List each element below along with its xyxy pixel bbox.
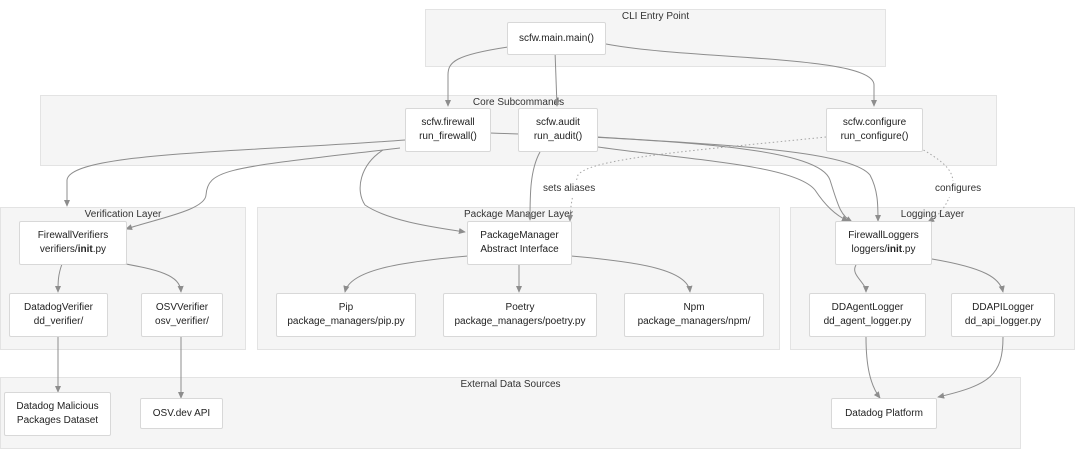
edge-label-configures: configures (931, 181, 986, 197)
path-bold: init (77, 244, 93, 255)
node-poetry-path: package_managers/poetry.py (454, 316, 586, 327)
node-dd-api-logger[interactable]: DDAPILogger dd_api_logger.py (951, 293, 1055, 337)
node-datadog-platform-label: Datadog Platform (845, 407, 923, 419)
group-title-core: Core Subcommands (472, 97, 565, 108)
node-datadog-platform[interactable]: Datadog Platform (831, 398, 937, 429)
node-firewall-function: run_firewall() (419, 131, 477, 142)
node-datadog-dataset-line1: Datadog Malicious (16, 401, 99, 412)
node-osv-api-label: OSV.dev API (152, 407, 211, 419)
node-dd-agent-logger-title: DDAgentLogger (831, 302, 904, 313)
node-firewall-verifiers-path: verifiers/init.py (40, 243, 106, 257)
node-dd-agent-logger-path: dd_agent_logger.py (823, 316, 912, 327)
group-cli-entry-point: CLI Entry Point (425, 9, 886, 67)
node-firewall-title: scfw.firewall (421, 117, 475, 128)
path-bold: init (887, 244, 903, 255)
node-osv-verifier-path: osv_verifier/ (155, 316, 209, 327)
node-package-manager[interactable]: PackageManager Abstract Interface (467, 221, 572, 265)
node-osv-verifier[interactable]: OSVVerifier osv_verifier/ (141, 293, 223, 337)
node-package-manager-desc: Abstract Interface (480, 244, 559, 255)
node-audit-function: run_audit() (533, 131, 583, 142)
node-audit-title: scfw.audit (536, 117, 580, 128)
path-suffix: .py (92, 244, 107, 255)
node-datadog-verifier[interactable]: DatadogVerifier dd_verifier/ (9, 293, 108, 337)
path-suffix: .py (902, 244, 916, 255)
path-prefix: loggers/ (851, 244, 888, 255)
node-poetry-title: Poetry (505, 302, 535, 313)
node-firewall-verifiers[interactable]: FirewallVerifiers verifiers/init.py (19, 221, 127, 265)
node-datadog-dataset-line2: Packages Dataset (16, 415, 99, 426)
node-poetry[interactable]: Poetry package_managers/poetry.py (443, 293, 597, 337)
node-npm[interactable]: Npm package_managers/npm/ (624, 293, 764, 337)
node-osv-api[interactable]: OSV.dev API (140, 398, 223, 429)
node-firewall[interactable]: scfw.firewall run_firewall() (405, 108, 491, 152)
node-datadog-verifier-path: dd_verifier/ (33, 316, 84, 327)
group-title-cli: CLI Entry Point (621, 11, 690, 22)
node-firewall-loggers-path: loggers/init.py (852, 243, 916, 257)
path-prefix: verifiers/ (39, 244, 78, 255)
node-audit[interactable]: scfw.audit run_audit() (518, 108, 598, 152)
group-title-logging: Logging Layer (900, 209, 965, 220)
node-pip-path: package_managers/pip.py (287, 316, 405, 327)
node-package-manager-title: PackageManager (480, 230, 559, 241)
node-firewall-loggers-title: FirewallLoggers (848, 230, 919, 241)
group-title-verification: Verification Layer (84, 209, 162, 220)
node-npm-title: Npm (683, 302, 705, 313)
group-title-package-manager: Package Manager Layer (464, 209, 573, 220)
node-dd-api-logger-title: DDAPILogger (972, 302, 1034, 313)
node-firewall-loggers[interactable]: FirewallLoggers loggers/init.py (835, 221, 932, 265)
node-datadog-verifier-title: DatadogVerifier (24, 302, 93, 313)
node-pip[interactable]: Pip package_managers/pip.py (276, 293, 416, 337)
node-datadog-dataset[interactable]: Datadog Malicious Packages Dataset (4, 392, 111, 436)
node-npm-path: package_managers/npm/ (637, 316, 751, 327)
node-dd-api-logger-path: dd_api_logger.py (964, 316, 1042, 327)
node-osv-verifier-title: OSVVerifier (155, 302, 209, 313)
node-main[interactable]: scfw.main.main() (507, 22, 606, 55)
group-title-external: External Data Sources (460, 379, 561, 390)
node-dd-agent-logger[interactable]: DDAgentLogger dd_agent_logger.py (809, 293, 926, 337)
node-configure-function: run_configure() (840, 131, 909, 142)
edge-label-sets-aliases: sets aliases (539, 181, 600, 197)
node-main-label: scfw.main.main() (518, 32, 594, 44)
node-configure[interactable]: scfw.configure run_configure() (826, 108, 923, 152)
node-pip-title: Pip (338, 302, 354, 313)
node-firewall-verifiers-title: FirewallVerifiers (37, 230, 109, 241)
node-configure-title: scfw.configure (842, 117, 907, 128)
